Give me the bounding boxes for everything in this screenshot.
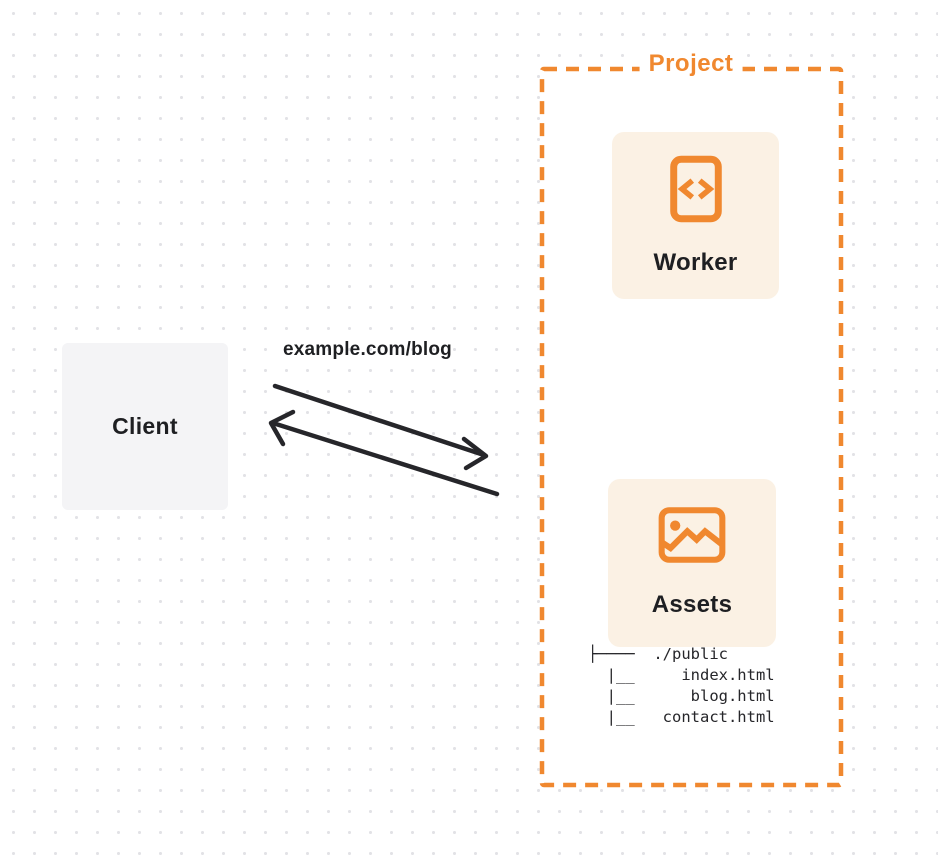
client-node: Client [62,343,228,510]
image-icon [658,507,726,563]
worker-label: Worker [653,248,738,276]
project-label: Project [639,50,743,78]
assets-file-tree: ├──── ./public |__ index.html |__ blog.h… [588,645,775,726]
code-file-icon [669,155,722,222]
client-label: Client [112,413,178,439]
assets-label: Assets [651,591,733,618]
assets-node: Assets [608,479,776,647]
response-arrow [268,409,500,497]
request-url-label: example.com/blog [283,339,452,360]
request-arrow [272,383,489,471]
worker-node: Worker [612,132,779,299]
